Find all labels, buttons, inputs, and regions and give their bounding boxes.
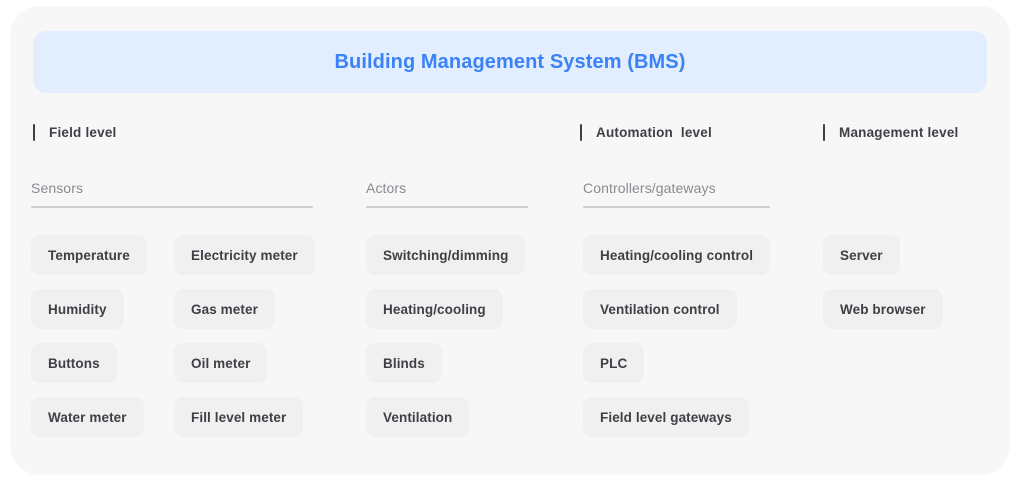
list-item[interactable]: Heating/cooling <box>366 289 503 329</box>
list-item[interactable]: Ventilation <box>366 397 470 437</box>
list-item[interactable]: Temperature <box>31 235 147 275</box>
level-header-field: Field level <box>33 122 116 142</box>
sensors-column-left: Temperature Humidity Buttons Water meter <box>31 235 147 437</box>
subheader-actors-label: Actors <box>366 180 407 196</box>
list-item[interactable]: Switching/dimming <box>366 235 526 275</box>
list-item[interactable]: Ventilation control <box>583 289 737 329</box>
list-item[interactable]: Field level gateways <box>583 397 749 437</box>
list-item[interactable]: Heating/cooling control <box>583 235 771 275</box>
level-header-management: Management level <box>823 122 959 142</box>
management-column: Server Web browser <box>823 235 943 329</box>
level-header-automation: Automation level <box>580 122 712 142</box>
subheader-divider <box>583 206 770 208</box>
list-item[interactable]: Electricity meter <box>174 235 315 275</box>
list-item[interactable]: Server <box>823 235 900 275</box>
list-item[interactable]: Web browser <box>823 289 943 329</box>
actors-column: Switching/dimming Heating/cooling Blinds… <box>366 235 526 437</box>
list-item[interactable]: PLC <box>583 343 645 383</box>
list-item[interactable]: Humidity <box>31 289 124 329</box>
controllers-column: Heating/cooling control Ventilation cont… <box>583 235 771 437</box>
list-item[interactable]: Gas meter <box>174 289 275 329</box>
level-header-automation-label: Automation level <box>596 124 712 140</box>
list-item[interactable]: Buttons <box>31 343 117 383</box>
subheader-controllers-label: Controllers/gateways <box>583 180 716 196</box>
sensors-column-right: Electricity meter Gas meter Oil meter Fi… <box>174 235 315 437</box>
subheader-controllers: Controllers/gateways <box>583 180 770 208</box>
subheader-sensors-label: Sensors <box>31 180 84 196</box>
subheader-actors: Actors <box>366 180 528 208</box>
level-header-management-label: Management level <box>839 124 959 140</box>
list-item[interactable]: Oil meter <box>174 343 268 383</box>
level-marker-icon <box>823 123 825 141</box>
subheader-divider <box>366 206 528 208</box>
list-item[interactable]: Water meter <box>31 397 144 437</box>
bms-header-banner: Building Management System (BMS) <box>33 31 987 93</box>
level-header-field-label: Field level <box>49 124 117 140</box>
page-title: Building Management System (BMS) <box>334 50 686 73</box>
list-item[interactable]: Blinds <box>366 343 442 383</box>
level-marker-icon <box>33 123 35 141</box>
level-marker-icon <box>580 123 582 141</box>
subheader-sensors: Sensors <box>31 180 313 208</box>
list-item[interactable]: Fill level meter <box>174 397 304 437</box>
subheader-divider <box>31 206 313 208</box>
